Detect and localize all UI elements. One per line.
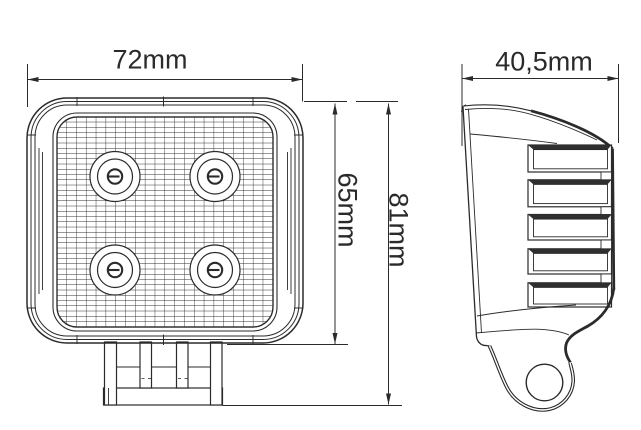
dimension-width: [27, 64, 303, 107]
mounting-tab: [487, 345, 576, 412]
fin: [527, 213, 613, 241]
front-view-drawing: [26, 96, 304, 406]
led-lamps: [89, 150, 241, 296]
fin: [527, 248, 613, 275]
fin: [527, 282, 613, 308]
dimension-lens-height: [227, 101, 398, 345]
dimension-depth: [461, 64, 619, 146]
dimension-label-total-height: 81mm: [383, 192, 414, 268]
heatsink-fins: [527, 144, 613, 308]
led-bottom-left: [89, 244, 141, 296]
dimension-label-depth: 40,5mm: [495, 46, 593, 77]
lens-grid: [56, 116, 274, 328]
led-top-right: [189, 150, 241, 203]
led-top-left: [89, 150, 141, 203]
mounting-bracket: [102, 341, 224, 406]
dimension-annotations: [27, 64, 619, 406]
fin: [527, 179, 613, 208]
fin: [527, 144, 613, 173]
dimension-total-height: [222, 103, 402, 406]
dimension-label-lens-height: 65mm: [332, 172, 363, 248]
lens-front-edge: [462, 106, 490, 347]
dimension-label-width: 72mm: [112, 44, 188, 75]
mounting-hole: [525, 363, 564, 402]
led-bottom-right: [189, 244, 241, 296]
side-view-drawing: [461, 104, 616, 412]
